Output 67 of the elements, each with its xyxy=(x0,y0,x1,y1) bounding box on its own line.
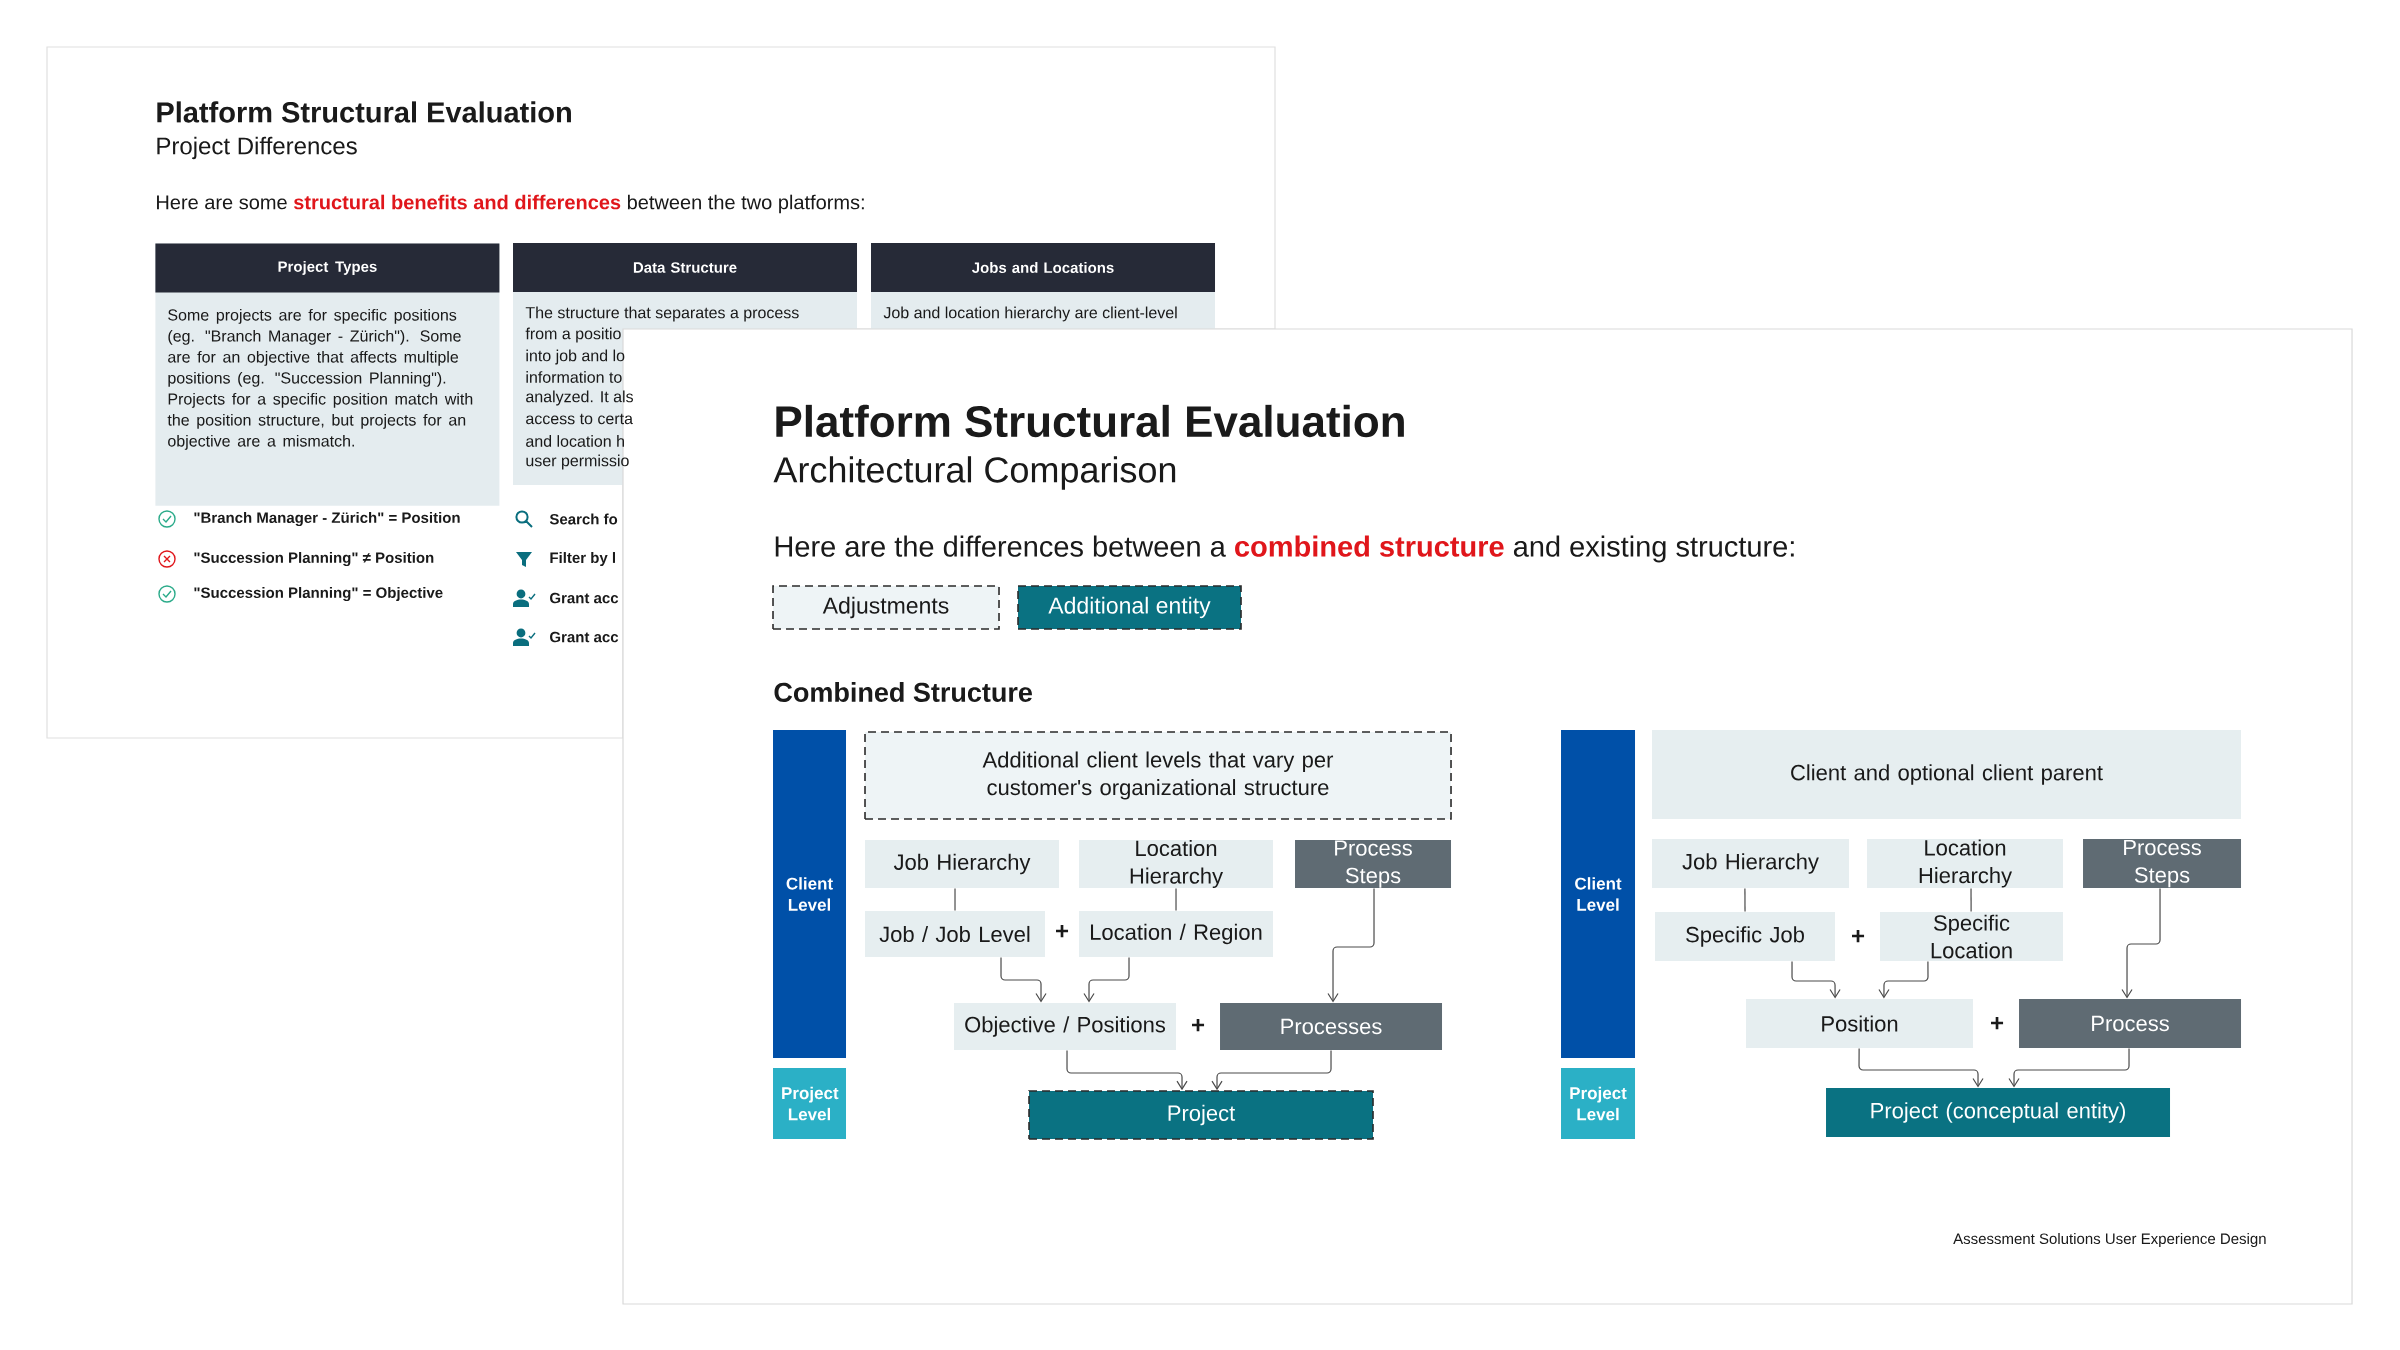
body-text: Job and location hierarchy are client-level xyxy=(883,306,1177,322)
body-text: and location h xyxy=(526,435,624,447)
body-text: analyzed. It als xyxy=(526,390,634,406)
entity-box: Job Hierarchy xyxy=(1652,839,1849,888)
entity-box: Location Hierarchy xyxy=(1867,839,2063,888)
body-text: user permissio xyxy=(526,454,629,470)
connector xyxy=(1211,1049,1332,1091)
project-box: Project (conceptual entity) xyxy=(1826,1088,2170,1137)
bullet-text: "Succession Planning" ≠ Position xyxy=(194,552,434,566)
connector xyxy=(1878,960,1929,999)
entity-box: Specific Job xyxy=(1655,912,1835,961)
entity-box: Job Hierarchy xyxy=(865,840,1059,888)
plus-sign: + xyxy=(1056,924,1069,938)
connector xyxy=(2008,1047,2130,1088)
connector xyxy=(1744,887,1746,913)
intro-text: Here are some structural benefits and differences between the two platforms: xyxy=(157,194,864,214)
column-header: Jobs and Locations xyxy=(871,243,1215,292)
process-box: Process Steps xyxy=(1295,840,1451,888)
connector xyxy=(1858,1047,1984,1088)
bullet-text: "Succession Planning" = Objective xyxy=(194,587,443,601)
body-text: information to xyxy=(526,371,622,383)
bullet-text: Filter by l xyxy=(550,552,615,566)
bullet-text: Grant acc xyxy=(550,592,619,604)
process-box: Processes xyxy=(1220,1003,1442,1050)
table-column: Project Types Some projects are for specific positions (eg. "Branch Manager - Zürich"). Some are for an objective that affects multiple positions (eg. "Succession Planning"). Projects for a specific position match with the position structure, but projects for an objective are a mismatch. xyxy=(155,243,500,506)
entity-box: Position xyxy=(1746,999,1973,1048)
intro-text: Here are the differences between a combined structure and existing structure: xyxy=(775,535,1794,563)
project-box: Project xyxy=(1028,1090,1374,1140)
connector xyxy=(1000,956,1047,1003)
body-text: from a positio xyxy=(525,327,621,343)
connector xyxy=(1327,887,1375,1003)
bullet-text: Grant acc xyxy=(550,631,619,643)
connector xyxy=(1175,887,1177,912)
connector xyxy=(1970,887,1972,913)
section-heading: Combined Structure xyxy=(774,682,1032,702)
plus-sign: + xyxy=(1192,1018,1205,1032)
entity-box: Objective / Positions xyxy=(954,1003,1176,1050)
body-text: into job and lo xyxy=(526,349,625,365)
legend-box: Adjustments xyxy=(772,585,1000,630)
adjustment-box: Additional client levels that vary per customer's organizational structure xyxy=(864,731,1452,820)
connector xyxy=(954,887,956,912)
plus-sign: + xyxy=(1991,1016,2004,1030)
footer-text: Assessment Solutions User Experience Design xyxy=(1953,1233,2266,1247)
process-box: Process xyxy=(2019,999,2241,1048)
connector xyxy=(1083,956,1130,1003)
entity-box: Location / Region xyxy=(1079,911,1273,957)
process-box: Process Steps xyxy=(2083,839,2241,888)
connector xyxy=(1791,960,1841,999)
column-header: Data Structure xyxy=(513,243,857,292)
slide-title: Platform Structural Evaluation xyxy=(157,101,571,123)
body-text: access to certa xyxy=(526,413,633,425)
level-bar: Project Level xyxy=(1561,1068,1635,1139)
slide-subtitle: Architectural Comparison xyxy=(773,456,1176,490)
level-bar: Project Level xyxy=(773,1068,846,1139)
entity-box: Client and optional client parent xyxy=(1652,730,2241,819)
bullet-text: Search fo xyxy=(549,513,618,525)
entity-box: Location Hierarchy xyxy=(1079,839,1273,889)
entity-box: Specific Location xyxy=(1880,912,2063,961)
plus-sign: + xyxy=(1852,929,1865,943)
legend-box: Additional entity xyxy=(1017,585,1242,630)
slide-title: Platform Structural Evaluation xyxy=(776,404,1404,438)
level-bar: Client Level xyxy=(1561,730,1635,1058)
slide-subtitle: Project Differences xyxy=(157,136,357,160)
body-text: The structure that separates a process xyxy=(525,306,799,322)
level-bar: Client Level xyxy=(773,730,846,1058)
entity-box: Job / Job Level xyxy=(865,911,1045,957)
connector xyxy=(2121,887,2161,999)
